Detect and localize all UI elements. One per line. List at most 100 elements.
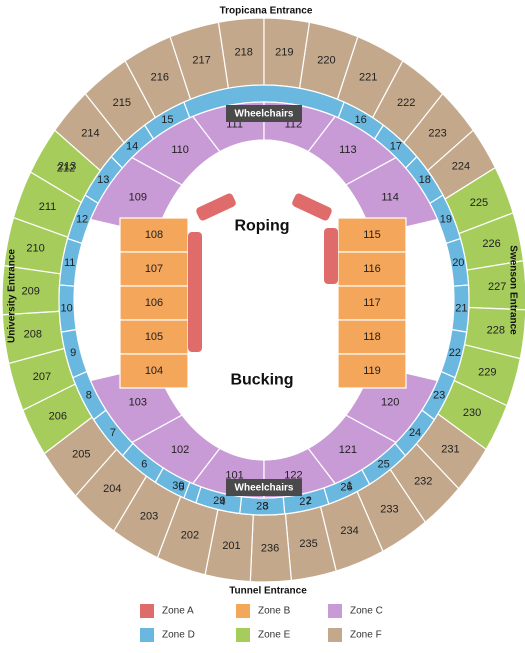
section-label-232: 232 (414, 476, 432, 488)
section-label-229: 229 (478, 367, 496, 379)
section-label-230: 230 (463, 407, 481, 419)
section-label-6: 6 (141, 458, 147, 470)
section-label-7: 7 (110, 427, 116, 439)
section-label-211: 211 (39, 201, 57, 213)
section-label-224: 224 (452, 160, 470, 172)
zone-b-blocks (119, 217, 407, 389)
legend-swatch-zone-f (328, 628, 342, 642)
zone-a-rails (188, 192, 338, 352)
section-label-119: 119 (363, 365, 381, 377)
legend-label-zone-b: Zone B (258, 606, 291, 617)
section-label-110: 110 (171, 144, 189, 156)
section-118[interactable] (337, 319, 407, 355)
zone-a-top-right[interactable] (291, 192, 333, 222)
section-label-216: 216 (151, 72, 169, 84)
section-label-15: 15 (161, 114, 173, 126)
legend-swatch-zone-e (236, 628, 250, 642)
section-label-236: 236 (261, 542, 279, 554)
section-label-231: 231 (441, 444, 459, 456)
section-label-207: 207 (33, 371, 51, 383)
section-label-106: 106 (145, 297, 163, 309)
section-label-205: 205 (72, 449, 90, 461)
section-label-3: 3 (263, 500, 269, 512)
section-label-102: 102 (171, 444, 189, 456)
section-label-112: 112 (285, 118, 303, 130)
section-label-208: 208 (24, 329, 42, 341)
section-108[interactable] (119, 217, 189, 253)
section-label-21: 21 (455, 302, 467, 314)
section-label-225: 225 (470, 197, 488, 209)
section-label-210: 210 (26, 242, 44, 254)
section-label-206: 206 (49, 411, 67, 423)
section-label-5: 5 (178, 482, 184, 494)
left-entrance-label: University Entrance (7, 249, 18, 343)
section-label-29: 29 (213, 495, 225, 507)
section-label-116: 116 (363, 263, 381, 275)
legend-label-zone-d: Zone D (162, 630, 195, 641)
wheelchairs-bottom-bg (226, 479, 302, 496)
section-106[interactable] (119, 285, 189, 321)
section-label-220: 220 (317, 55, 335, 67)
wheelchairs-bottom-label: Wheelchairs (235, 483, 294, 494)
section-label-2: 2 (306, 495, 312, 507)
section-label-203: 203 (140, 510, 158, 522)
legend-swatch-zone-b (236, 604, 250, 618)
section-label-115: 115 (363, 229, 381, 241)
section-label-107: 107 (145, 263, 163, 275)
section-label-25: 25 (378, 458, 390, 470)
section-102[interactable] (131, 414, 221, 485)
legend-label-zone-f: Zone F (350, 630, 382, 641)
section-label-101: 101 (225, 470, 243, 482)
section-9[interactable] (60, 328, 88, 379)
section-label-209: 209 (21, 285, 39, 297)
section-label-14: 14 (126, 140, 138, 152)
section-label-120: 120 (381, 397, 399, 409)
section-label-27: 27 (299, 496, 311, 508)
legend-label-zone-e: Zone E (258, 630, 291, 641)
section-label-117: 117 (363, 297, 381, 309)
zone-a-right-rail[interactable] (324, 228, 338, 284)
section-label-204: 204 (103, 483, 121, 495)
legend-swatch-zone-d (140, 628, 154, 642)
section-116[interactable] (337, 251, 407, 287)
section-label-10: 10 (61, 302, 73, 314)
section-label-13: 13 (97, 174, 109, 186)
section-label-109: 109 (129, 191, 147, 203)
section-label-202: 202 (181, 530, 199, 542)
section-label-219: 219 (275, 46, 293, 58)
section-label-122: 122 (284, 470, 302, 482)
section-label-212: 212 (57, 162, 75, 174)
section-119[interactable] (337, 353, 407, 389)
zone-a-left-rail[interactable] (188, 232, 202, 352)
zone-a-top-left[interactable] (195, 192, 237, 222)
section-label-105: 105 (145, 331, 163, 343)
wheelchairs-top-badge: Wheelchairs (226, 105, 302, 122)
section-label-223: 223 (428, 128, 446, 140)
section-label-9: 9 (70, 347, 76, 359)
section-label-8: 8 (86, 389, 92, 401)
section-11[interactable] (58, 237, 83, 287)
section-104[interactable] (119, 353, 189, 389)
section-label-30: 30 (172, 480, 184, 492)
section-10[interactable] (58, 284, 77, 333)
section-121[interactable] (307, 414, 397, 485)
section-label-213: 213 (58, 160, 76, 172)
section-label-12: 12 (76, 214, 88, 226)
section-label-235: 235 (299, 538, 317, 550)
top-entrance-label: Tropicana Entrance (220, 6, 313, 17)
bottom-entrance-label: Tunnel Entrance (229, 586, 307, 597)
section-label-11: 11 (64, 257, 75, 269)
section-label-201: 201 (222, 540, 240, 552)
wheelchairs-bottom-badge: Wheelchairs (226, 479, 302, 496)
section-label-234: 234 (340, 525, 358, 537)
wheelchairs-top-bg (226, 105, 302, 122)
section-label-16: 16 (355, 114, 367, 126)
section-label-26: 26 (340, 482, 352, 494)
legend-label-zone-a: Zone A (162, 606, 194, 617)
section-label-19: 19 (440, 214, 452, 226)
legend-swatch-zone-a (140, 604, 154, 618)
section-label-226: 226 (482, 238, 500, 250)
section-label-215: 215 (113, 97, 131, 109)
